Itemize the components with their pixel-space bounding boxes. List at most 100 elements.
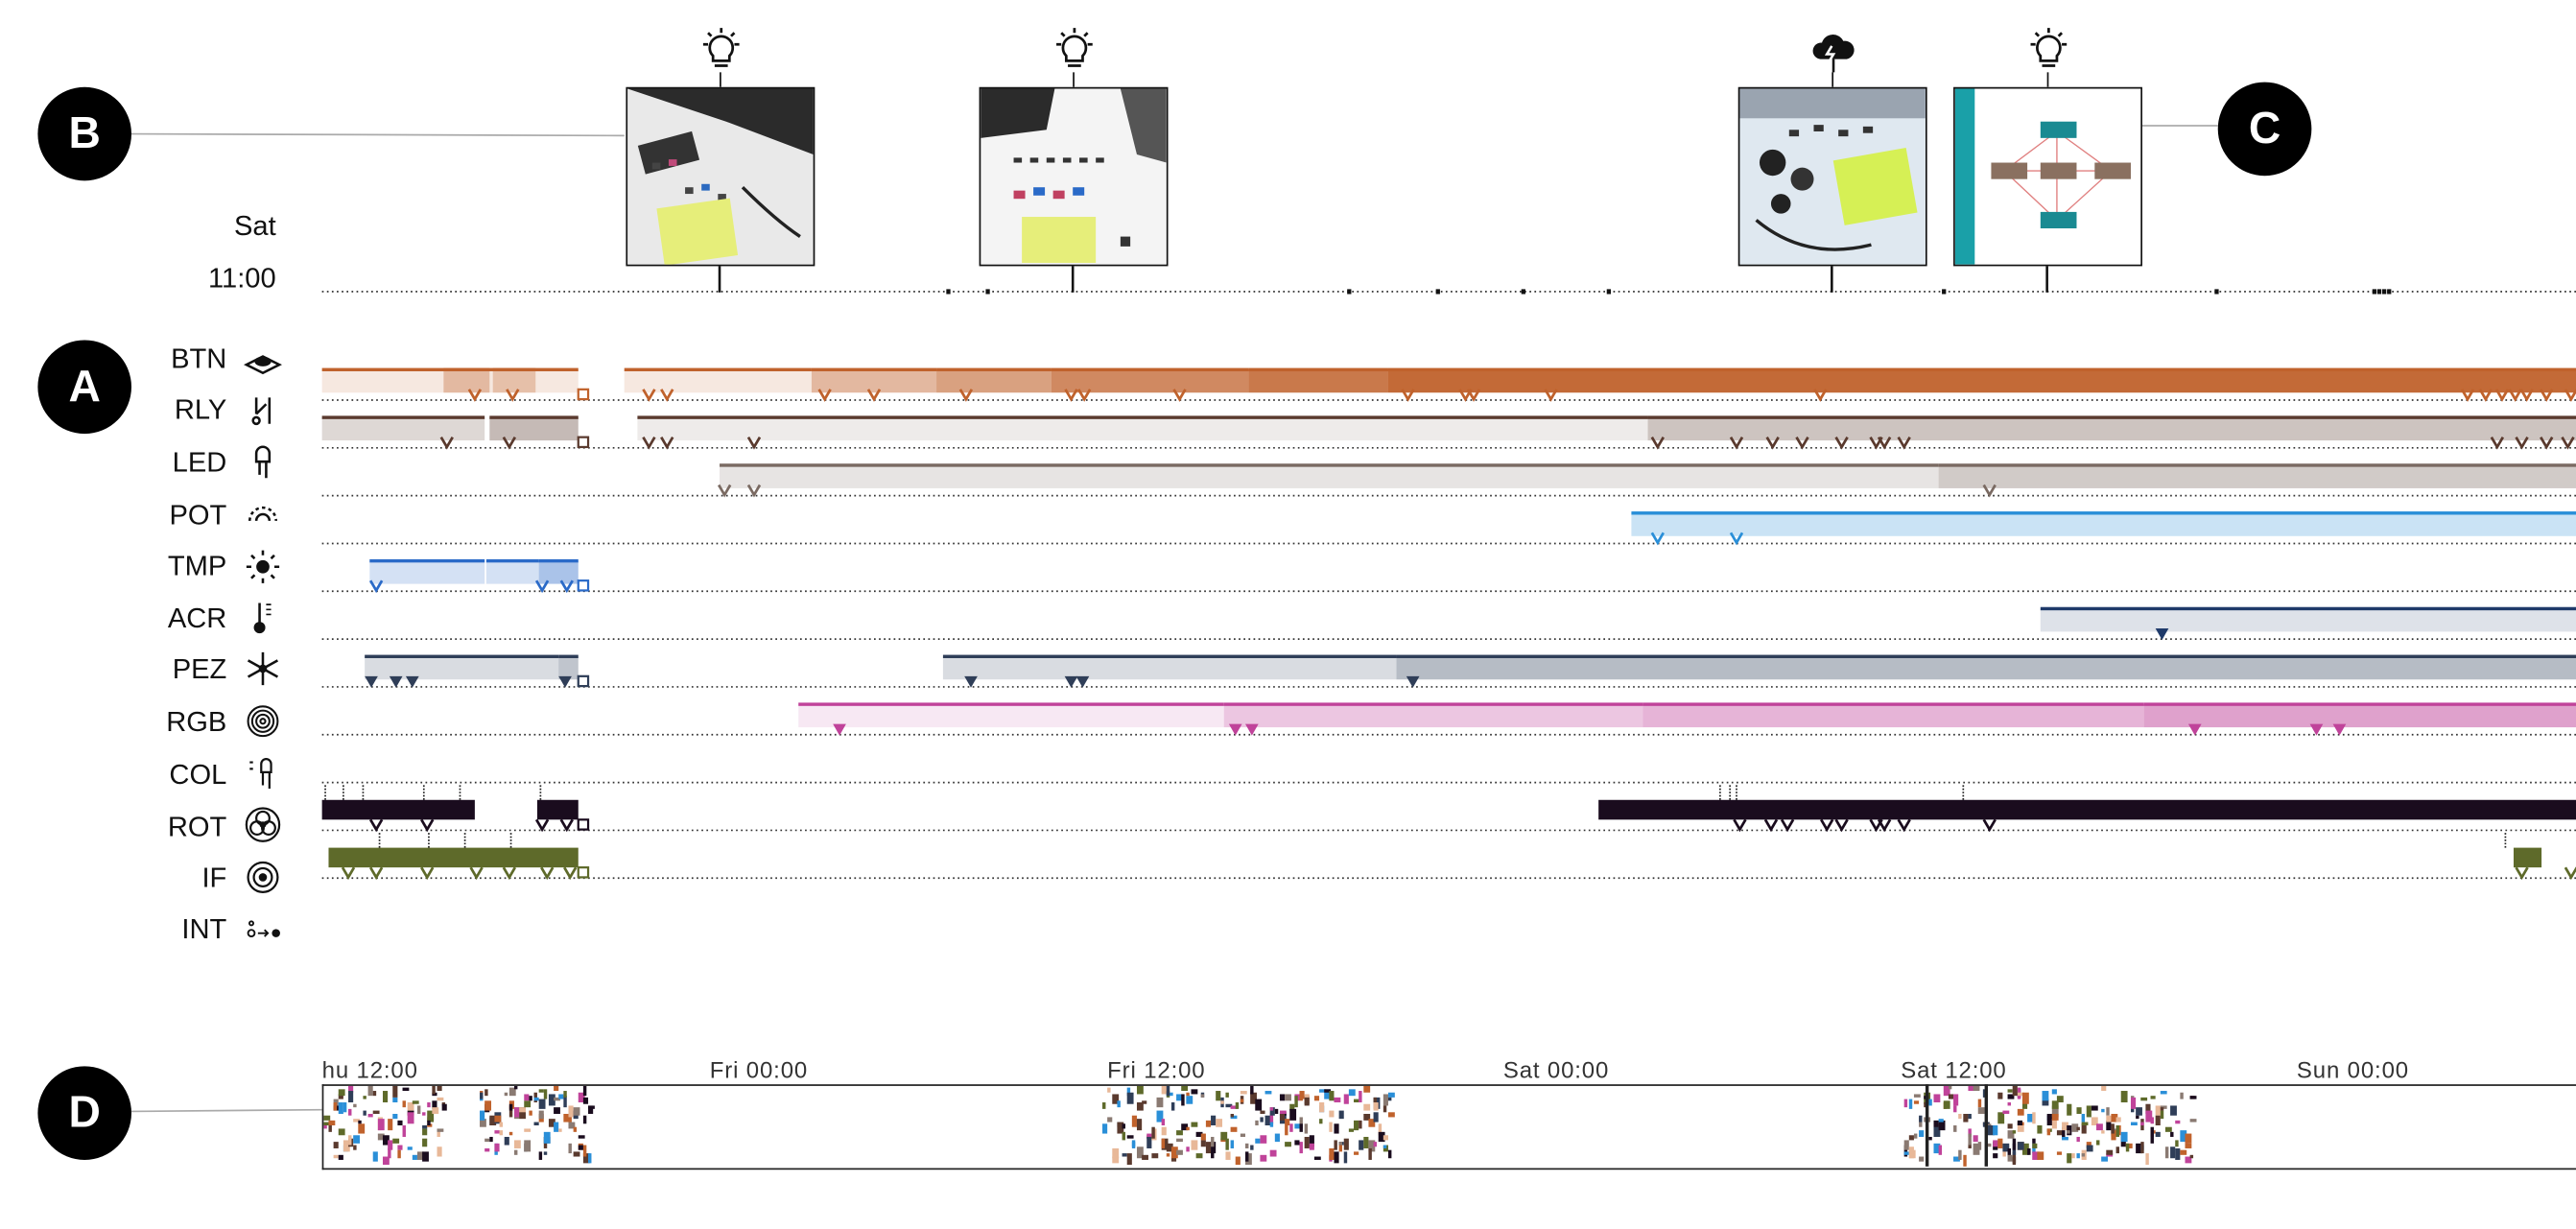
overview-block [1919, 1117, 1923, 1127]
btn-lane-marker [817, 389, 832, 402]
overview-block [353, 1145, 357, 1150]
overview-block [2076, 1136, 2080, 1143]
axis-label-2: Fri 12:00 [1107, 1056, 1206, 1083]
col-lane-segment [798, 704, 1224, 728]
overview-block [1211, 1136, 1215, 1147]
overview-block [548, 1119, 555, 1127]
overview-block [554, 1107, 560, 1115]
pin-1 [720, 72, 721, 87]
btn-lane-marker [2519, 389, 2534, 402]
overview-block [1166, 1153, 1170, 1157]
led-lane-marker [1834, 436, 1849, 450]
overview-block [1170, 1146, 1178, 1159]
overview-block [1211, 1151, 1215, 1159]
overview-block [1363, 1103, 1371, 1111]
led-lane-marker [1795, 436, 1809, 450]
overview-block [323, 1115, 331, 1121]
overview-block [1968, 1114, 1972, 1120]
photo-kids-components[interactable] [626, 86, 815, 267]
overview-block [2046, 1128, 2051, 1136]
time-tick [2381, 289, 2387, 295]
overview-block [1368, 1140, 1376, 1152]
overview-block [568, 1122, 576, 1129]
int-lane-marker [341, 866, 356, 881]
overview-block [480, 1092, 484, 1099]
time-tick [946, 289, 951, 295]
overview-block [1195, 1131, 1203, 1137]
col-lane-edge [798, 702, 1224, 706]
overview-block [377, 1133, 385, 1141]
cloud-icon [1810, 26, 1856, 75]
btn-lane-marker [1813, 389, 1828, 402]
overview-block [1363, 1085, 1371, 1093]
overview-block [2106, 1149, 2114, 1155]
overview-block [1186, 1096, 1193, 1104]
overview-selection-window[interactable] [1925, 1084, 1989, 1167]
overview-block [1220, 1131, 1228, 1141]
col-lane-marker [2332, 723, 2347, 736]
rgb-lane-end-marker [577, 674, 590, 688]
overview-block [1997, 1092, 2003, 1099]
overview-block [1963, 1154, 1967, 1167]
acr-lane-segment [538, 560, 579, 584]
overview-block [2071, 1153, 2075, 1159]
led-lane-marker [1765, 436, 1780, 450]
overview-block [1161, 1138, 1166, 1148]
overview-block [513, 1107, 520, 1118]
light-sensor-icon [243, 547, 282, 586]
photo-software-screenshot[interactable] [1953, 86, 2142, 267]
overview-block [397, 1120, 403, 1125]
btn-lane-edge [492, 367, 536, 372]
overview-block [484, 1147, 490, 1152]
overview-block [1993, 1140, 1999, 1147]
overview-block [1289, 1123, 1293, 1132]
overview-block [2027, 1147, 2031, 1155]
overview-block [2007, 1094, 2015, 1099]
overview-block [363, 1096, 366, 1099]
overview-block [1973, 1135, 1978, 1143]
rgb-lane-edge [558, 654, 579, 658]
overview-block [504, 1092, 508, 1097]
overview-block [1319, 1119, 1323, 1124]
overview-block [1260, 1117, 1264, 1123]
overview-block [538, 1110, 544, 1120]
overview-block [1334, 1097, 1341, 1103]
overview-block [563, 1091, 567, 1098]
overview-block [2164, 1126, 2172, 1132]
overview-block [1977, 1107, 1985, 1115]
overview-block [1299, 1096, 1303, 1101]
overview-block [437, 1146, 442, 1157]
photo-devices-basket[interactable] [1737, 86, 1927, 267]
col-lane-marker [833, 723, 846, 736]
overview-block [1908, 1099, 1913, 1109]
overview-block [437, 1130, 440, 1137]
overview-block [2037, 1151, 2044, 1160]
btn-lane-marker [467, 389, 483, 402]
overview-block [1191, 1089, 1198, 1095]
time-tick [2376, 289, 2382, 295]
overview-block [2115, 1124, 2119, 1137]
overview-block [416, 1151, 424, 1160]
overview-block [388, 1140, 393, 1150]
btn-lane-marker [1064, 389, 1078, 402]
overview-block [2101, 1130, 2105, 1134]
photo-cards-on-table[interactable] [979, 86, 1169, 267]
overview-block [1235, 1156, 1241, 1166]
btn-lane-edge [1248, 367, 1388, 372]
overview-block [1260, 1154, 1267, 1162]
rgb-lane-marker [365, 675, 378, 688]
overview-block [412, 1100, 419, 1104]
overview-block [1933, 1143, 1941, 1154]
overview-block [1151, 1153, 1159, 1159]
overview-block [2051, 1089, 2057, 1095]
overview-block [1136, 1085, 1144, 1095]
overview-block [1126, 1135, 1134, 1139]
overview-block [2042, 1091, 2049, 1101]
overview-timeline[interactable] [321, 1084, 2576, 1170]
overview-block [1220, 1100, 1224, 1104]
overview-block [1993, 1124, 1998, 1136]
overview-block [407, 1102, 414, 1111]
btn-lane-marker [660, 389, 674, 402]
led-lane-segment [321, 417, 485, 441]
overview-block [402, 1124, 406, 1137]
